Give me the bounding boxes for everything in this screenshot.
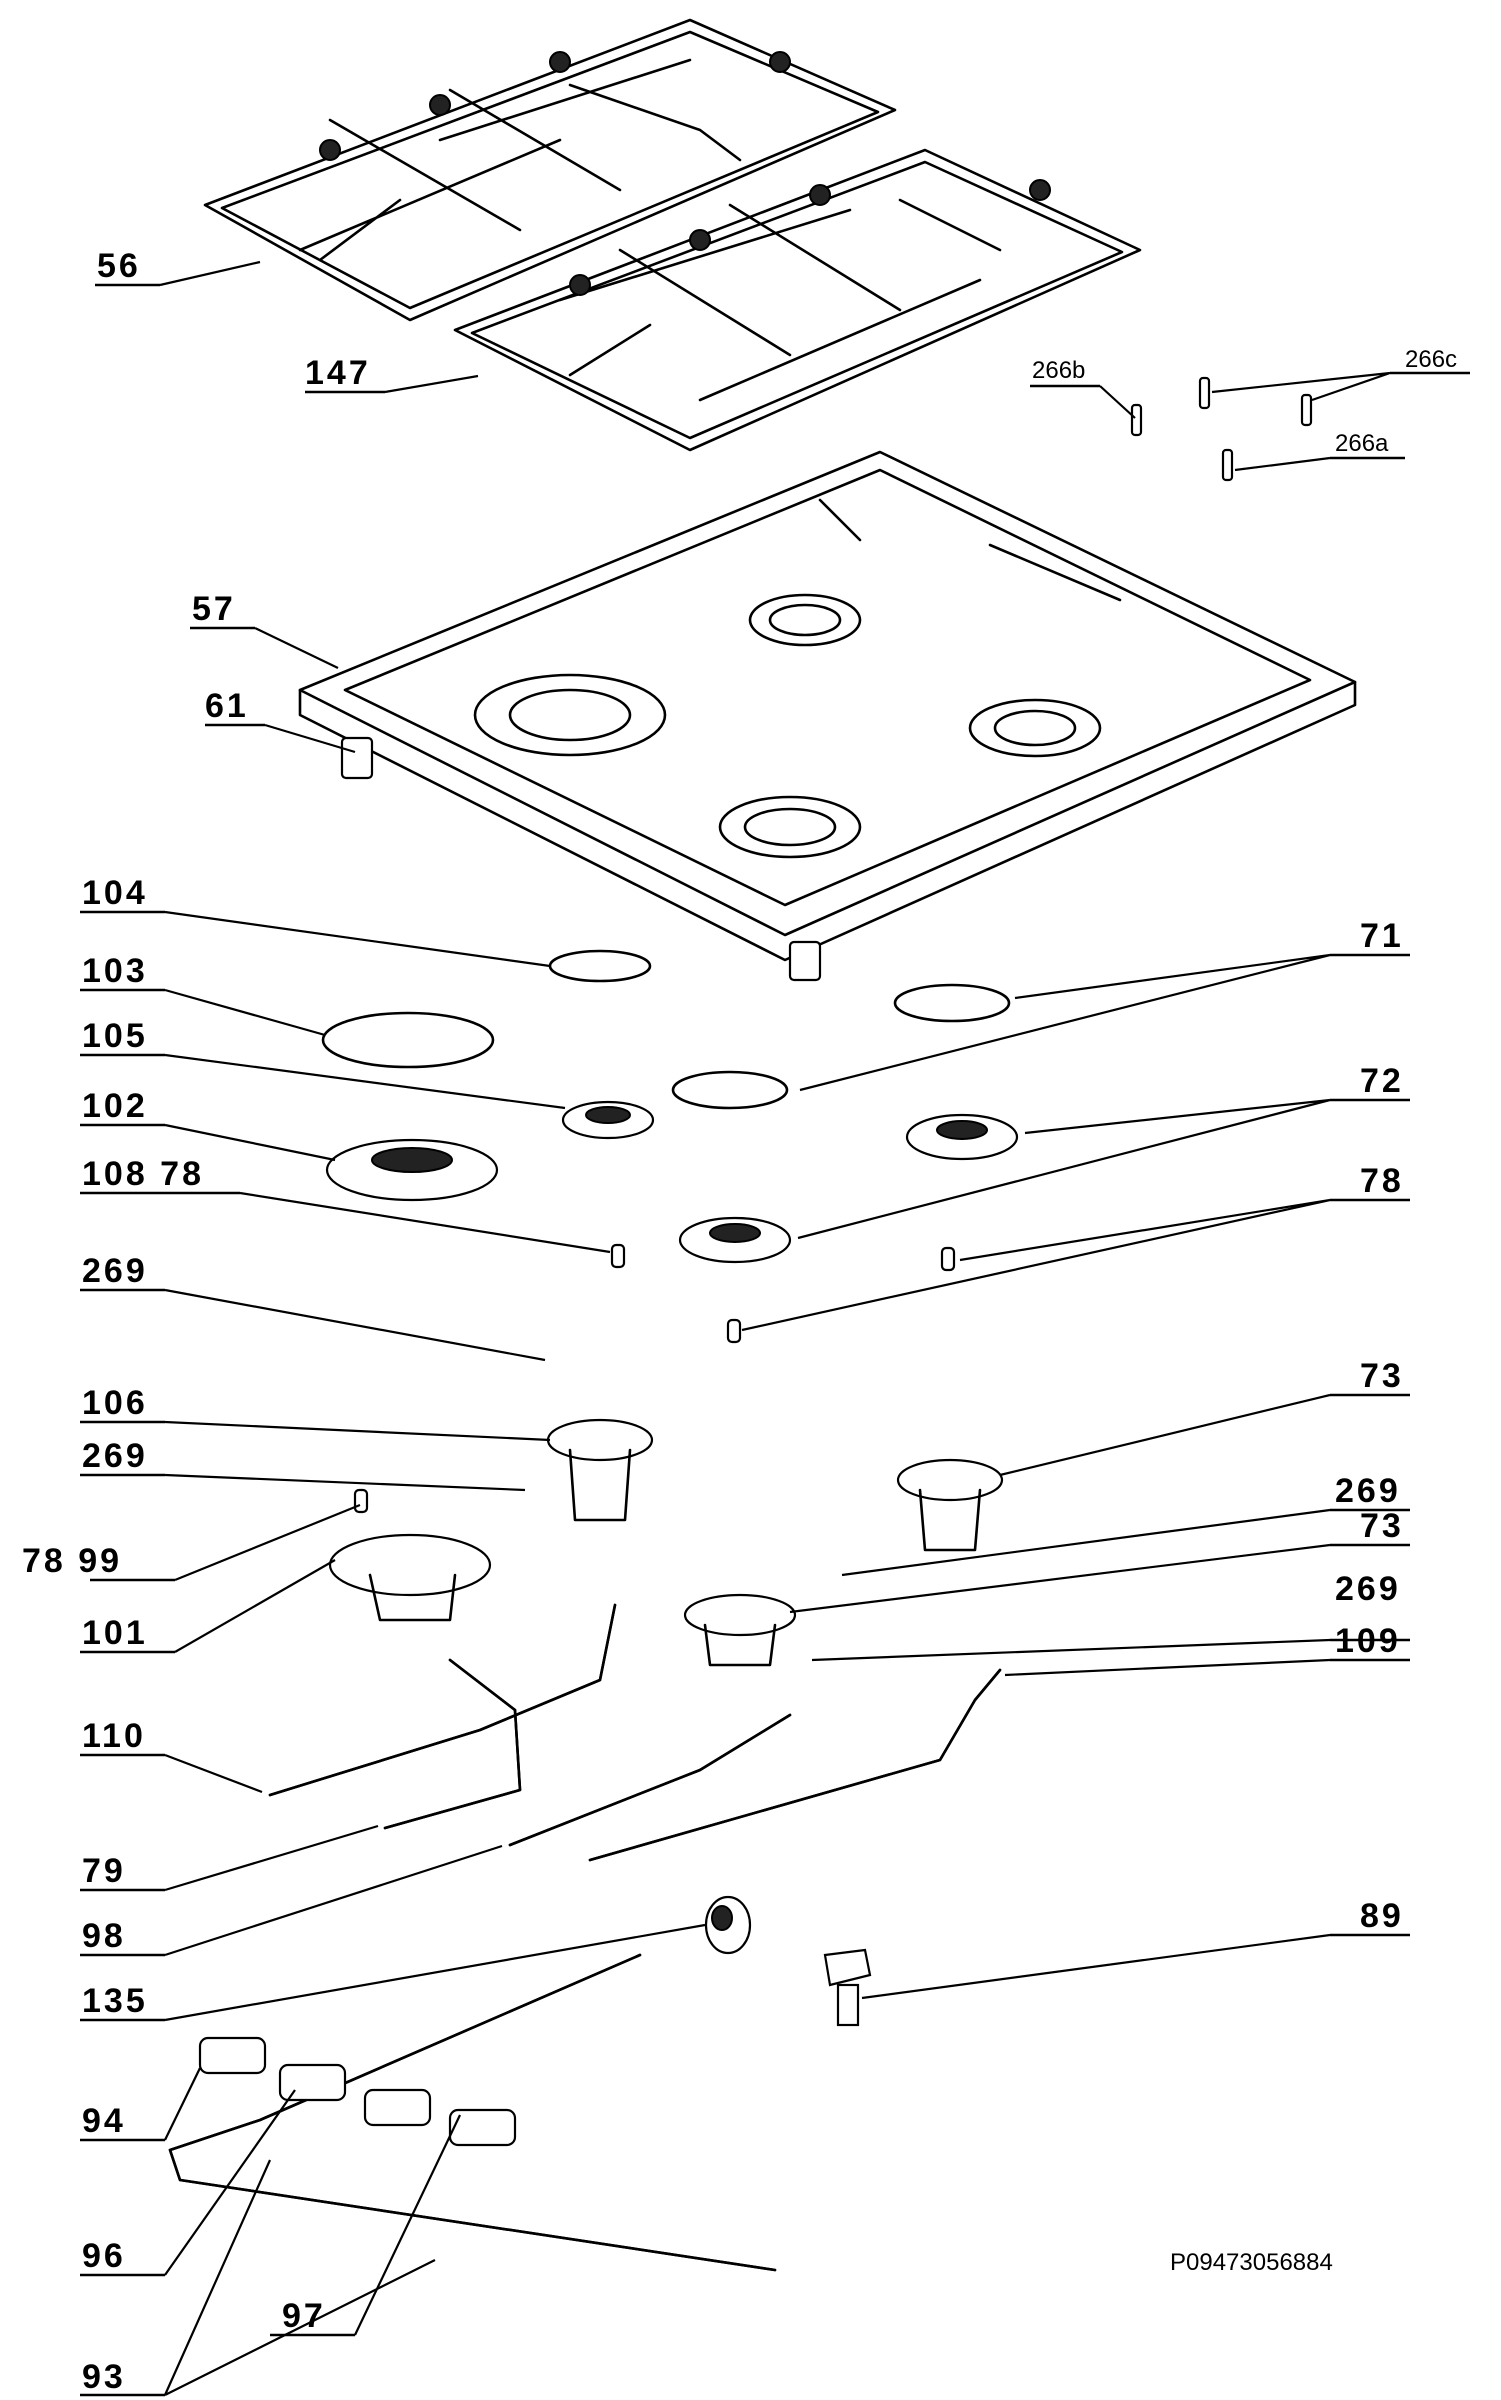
label-61: 61	[205, 687, 249, 725]
burner-parts	[321, 949, 1019, 1667]
label-266b: 266b	[1032, 357, 1085, 384]
leader-lines	[80, 260, 1470, 2397]
label-94: 94	[82, 2102, 126, 2140]
label-147: 147	[305, 354, 371, 392]
label-266c: 266c	[1405, 346, 1457, 373]
pin-set-266	[1130, 376, 1313, 482]
drawing-code: P09473056884	[1170, 2249, 1333, 2276]
label-89: 89	[1360, 1897, 1404, 1935]
label-72: 72	[1360, 1062, 1404, 1100]
label-109: 109	[1335, 1622, 1401, 1660]
label-93: 93	[82, 2358, 126, 2396]
label-104: 104	[82, 874, 148, 912]
label-269-c: 269	[1335, 1472, 1401, 1510]
part-labels: 56 147 266b 266c 266a 57 61 104 103 105 …	[22, 247, 1457, 2396]
gas-pipes	[168, 1603, 1002, 2272]
knob-bracket-61	[340, 736, 822, 982]
label-101: 101	[82, 1614, 148, 1652]
label-269-b: 269	[82, 1437, 148, 1475]
label-78-99: 78 99	[22, 1542, 122, 1580]
pan-support-grid-147	[453, 148, 1142, 452]
label-105: 105	[82, 1017, 148, 1055]
label-106: 106	[82, 1384, 148, 1422]
pan-support-grid-56	[203, 18, 897, 322]
label-269-a: 269	[82, 1252, 148, 1290]
label-103: 103	[82, 952, 148, 990]
label-266a: 266a	[1335, 430, 1389, 457]
injector-89	[823, 1948, 872, 2027]
label-108-78: 108 78	[82, 1155, 204, 1193]
label-56: 56	[97, 247, 141, 285]
connector-135	[704, 1895, 752, 1955]
label-71: 71	[1360, 917, 1404, 955]
label-97: 97	[282, 2297, 326, 2335]
label-73-a: 73	[1360, 1357, 1404, 1395]
label-78: 78	[1360, 1162, 1404, 1200]
label-57: 57	[192, 590, 236, 628]
gas-taps	[198, 2036, 517, 2147]
label-98: 98	[82, 1917, 126, 1955]
label-102: 102	[82, 1087, 148, 1125]
label-96: 96	[82, 2237, 126, 2275]
cooktop-tray-57	[298, 450, 1357, 962]
label-79: 79	[82, 1852, 126, 1890]
label-269-d: 269	[1335, 1570, 1401, 1608]
label-110: 110	[82, 1717, 146, 1755]
label-135: 135	[82, 1982, 148, 2020]
label-73-b: 73	[1360, 1507, 1404, 1545]
